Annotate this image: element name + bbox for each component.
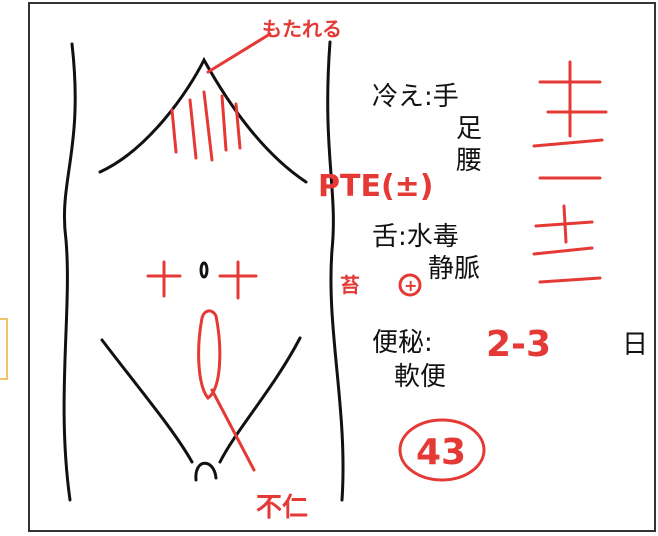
lower-abdomen-note: 不仁 — [256, 493, 308, 523]
vein-label: 静脈 — [428, 254, 481, 284]
crotch-line — [194, 461, 218, 482]
diagram-frame — [28, 2, 656, 532]
frequency-note: 2-3 — [486, 324, 551, 365]
navel-mark — [199, 261, 209, 279]
pte-note: PTE(±) — [318, 169, 434, 204]
chill-hands-label: 冷え:手 — [372, 82, 459, 112]
vein-minus-mark — [538, 276, 602, 284]
right-groin-line — [218, 336, 302, 464]
coating-circle — [398, 273, 422, 297]
rib-arch — [98, 56, 308, 184]
score-circle — [398, 418, 486, 482]
coating-note: 苔 — [340, 273, 360, 297]
left-groin-line — [100, 338, 194, 464]
right-abdomen-plus — [218, 260, 258, 300]
side-box — [0, 318, 8, 380]
coating-sign: + — [404, 276, 417, 295]
score-value: 43 — [416, 432, 466, 473]
red-text-annotations: もたれる PTE(±) 苔 + 2-3 43 不仁 — [256, 17, 551, 523]
left-abdomen-plus — [146, 260, 182, 298]
lower-abdomen-leader — [210, 388, 256, 472]
day-label: 日 — [622, 330, 649, 360]
tongue-plus-minus-mark — [532, 204, 594, 256]
chill-waist-label: 腰 — [456, 146, 483, 176]
right-body-line — [326, 40, 345, 502]
constipation-label: 便秘: — [372, 328, 433, 358]
left-body-line — [62, 42, 77, 502]
red-annotations — [146, 32, 608, 482]
torso-outline — [62, 40, 345, 502]
lower-abdomen-loop — [197, 309, 222, 401]
tongue-label: 舌:水毒 — [372, 222, 459, 252]
chill-plus-minus-mark — [532, 60, 608, 148]
epigastric-leader — [206, 32, 272, 74]
soft-stool-label: 軟便 — [394, 362, 447, 392]
chill-feet-label: 足 — [456, 114, 483, 144]
epigastric-hatching — [170, 90, 242, 162]
epigastric-note: もたれる — [262, 17, 342, 41]
